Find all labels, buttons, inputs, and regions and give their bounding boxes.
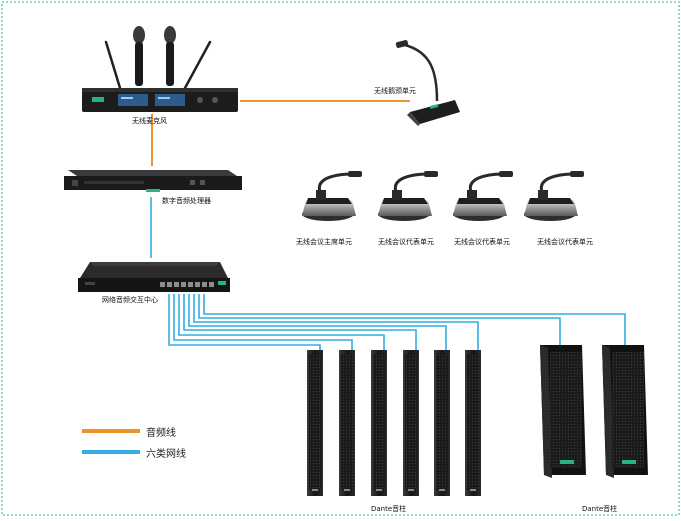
large-column-speaker-1	[540, 345, 586, 478]
label-wireless-mic: 无线麦克风	[132, 117, 167, 125]
wireless-mic-receiver	[82, 26, 238, 112]
network-hub	[78, 262, 230, 292]
network-cable-6	[193, 294, 479, 352]
column-speaker-3	[371, 350, 387, 496]
legend-network-label: 六类网线	[146, 449, 186, 460]
network-cable-8	[203, 294, 626, 345]
dsp-unit	[64, 170, 242, 192]
chair-unit	[302, 171, 362, 221]
label-delegate-unit-3: 无线会议代表单元	[537, 238, 593, 246]
network-cable-4	[183, 294, 417, 352]
label-delegate-unit-2: 无线会议代表单元	[454, 238, 510, 246]
label-delegate-unit-1: 无线会议代表单元	[378, 238, 434, 246]
label-dante-column-2: Dante音柱	[582, 505, 618, 513]
label-dante-column-1: Dante音柱	[371, 505, 407, 513]
network-cable-7	[198, 294, 561, 345]
handheld-mic-2	[164, 26, 176, 86]
column-speaker-5	[434, 350, 450, 496]
audio-cables	[151, 100, 410, 166]
label-chair-unit: 无线会议主席单元	[296, 238, 352, 246]
delegate-unit-1	[378, 171, 438, 221]
gooseneck-unit	[395, 39, 460, 126]
column-speaker-6	[465, 350, 481, 496]
column-speaker-1	[307, 350, 323, 496]
label-network-hub: 网络音频交互中心	[102, 296, 158, 304]
network-cable-2	[173, 294, 353, 352]
column-speaker-2	[339, 350, 355, 496]
network-cable-1	[168, 294, 321, 352]
column-speaker-4	[403, 350, 419, 496]
network-cable-3	[178, 294, 385, 352]
delegate-unit-3	[524, 171, 584, 221]
handheld-mic-1	[133, 26, 145, 86]
network-cables	[150, 197, 626, 352]
network-cable-5	[188, 294, 447, 352]
antenna-left	[104, 40, 122, 90]
antenna-right	[183, 40, 212, 90]
legend-audio-label: 音频线	[146, 428, 176, 439]
label-dsp: 数字音频处理器	[162, 197, 211, 205]
large-column-speaker-2	[602, 345, 648, 478]
delegate-unit-2	[453, 171, 513, 221]
label-gooseneck-unit: 无线鹅颈单元	[374, 87, 416, 95]
